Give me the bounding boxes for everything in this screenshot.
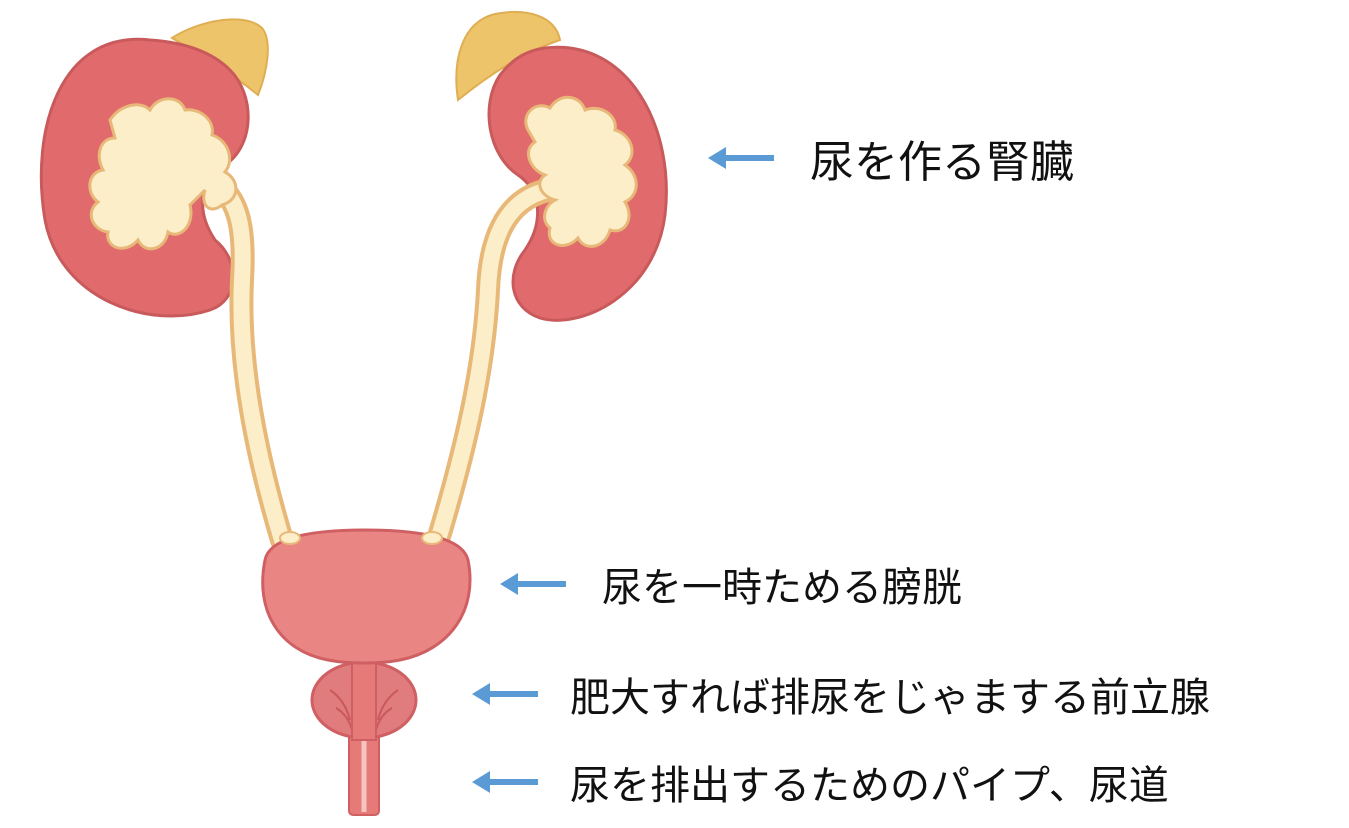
right-ureter-inner bbox=[430, 182, 556, 548]
left-ureter-inner bbox=[197, 172, 290, 548]
kidney-label: 尿を作る腎臓 bbox=[810, 137, 1074, 188]
bladder bbox=[261, 528, 472, 665]
urethra-label-row: 尿を排出するためのパイプ、尿道 bbox=[472, 753, 1169, 811]
left-renal-pelvis bbox=[88, 97, 238, 251]
left-arrow-icon bbox=[472, 771, 538, 793]
prostate-lobe-lines bbox=[329, 689, 399, 731]
left-arrow-icon bbox=[500, 573, 566, 595]
right-renal-pelvis bbox=[524, 95, 638, 248]
prostate-label-row: 肥大すれば排尿をじゃまする前立腺 bbox=[472, 665, 1210, 723]
bladder-label-row: 尿を一時ためる膀胱 bbox=[500, 555, 962, 613]
bladder-label: 尿を一時ためる膀胱 bbox=[602, 565, 962, 611]
left-arrow-icon bbox=[708, 147, 774, 169]
urethra-label: 尿を排出するためのパイプ、尿道 bbox=[570, 763, 1169, 809]
prostate-label: 肥大すれば排尿をじゃまする前立腺 bbox=[570, 675, 1210, 721]
prostate-urethra-segment bbox=[351, 659, 377, 741]
left-arrow-icon bbox=[472, 683, 538, 705]
kidney-label-row: 尿を作る腎臓 bbox=[708, 126, 1074, 190]
